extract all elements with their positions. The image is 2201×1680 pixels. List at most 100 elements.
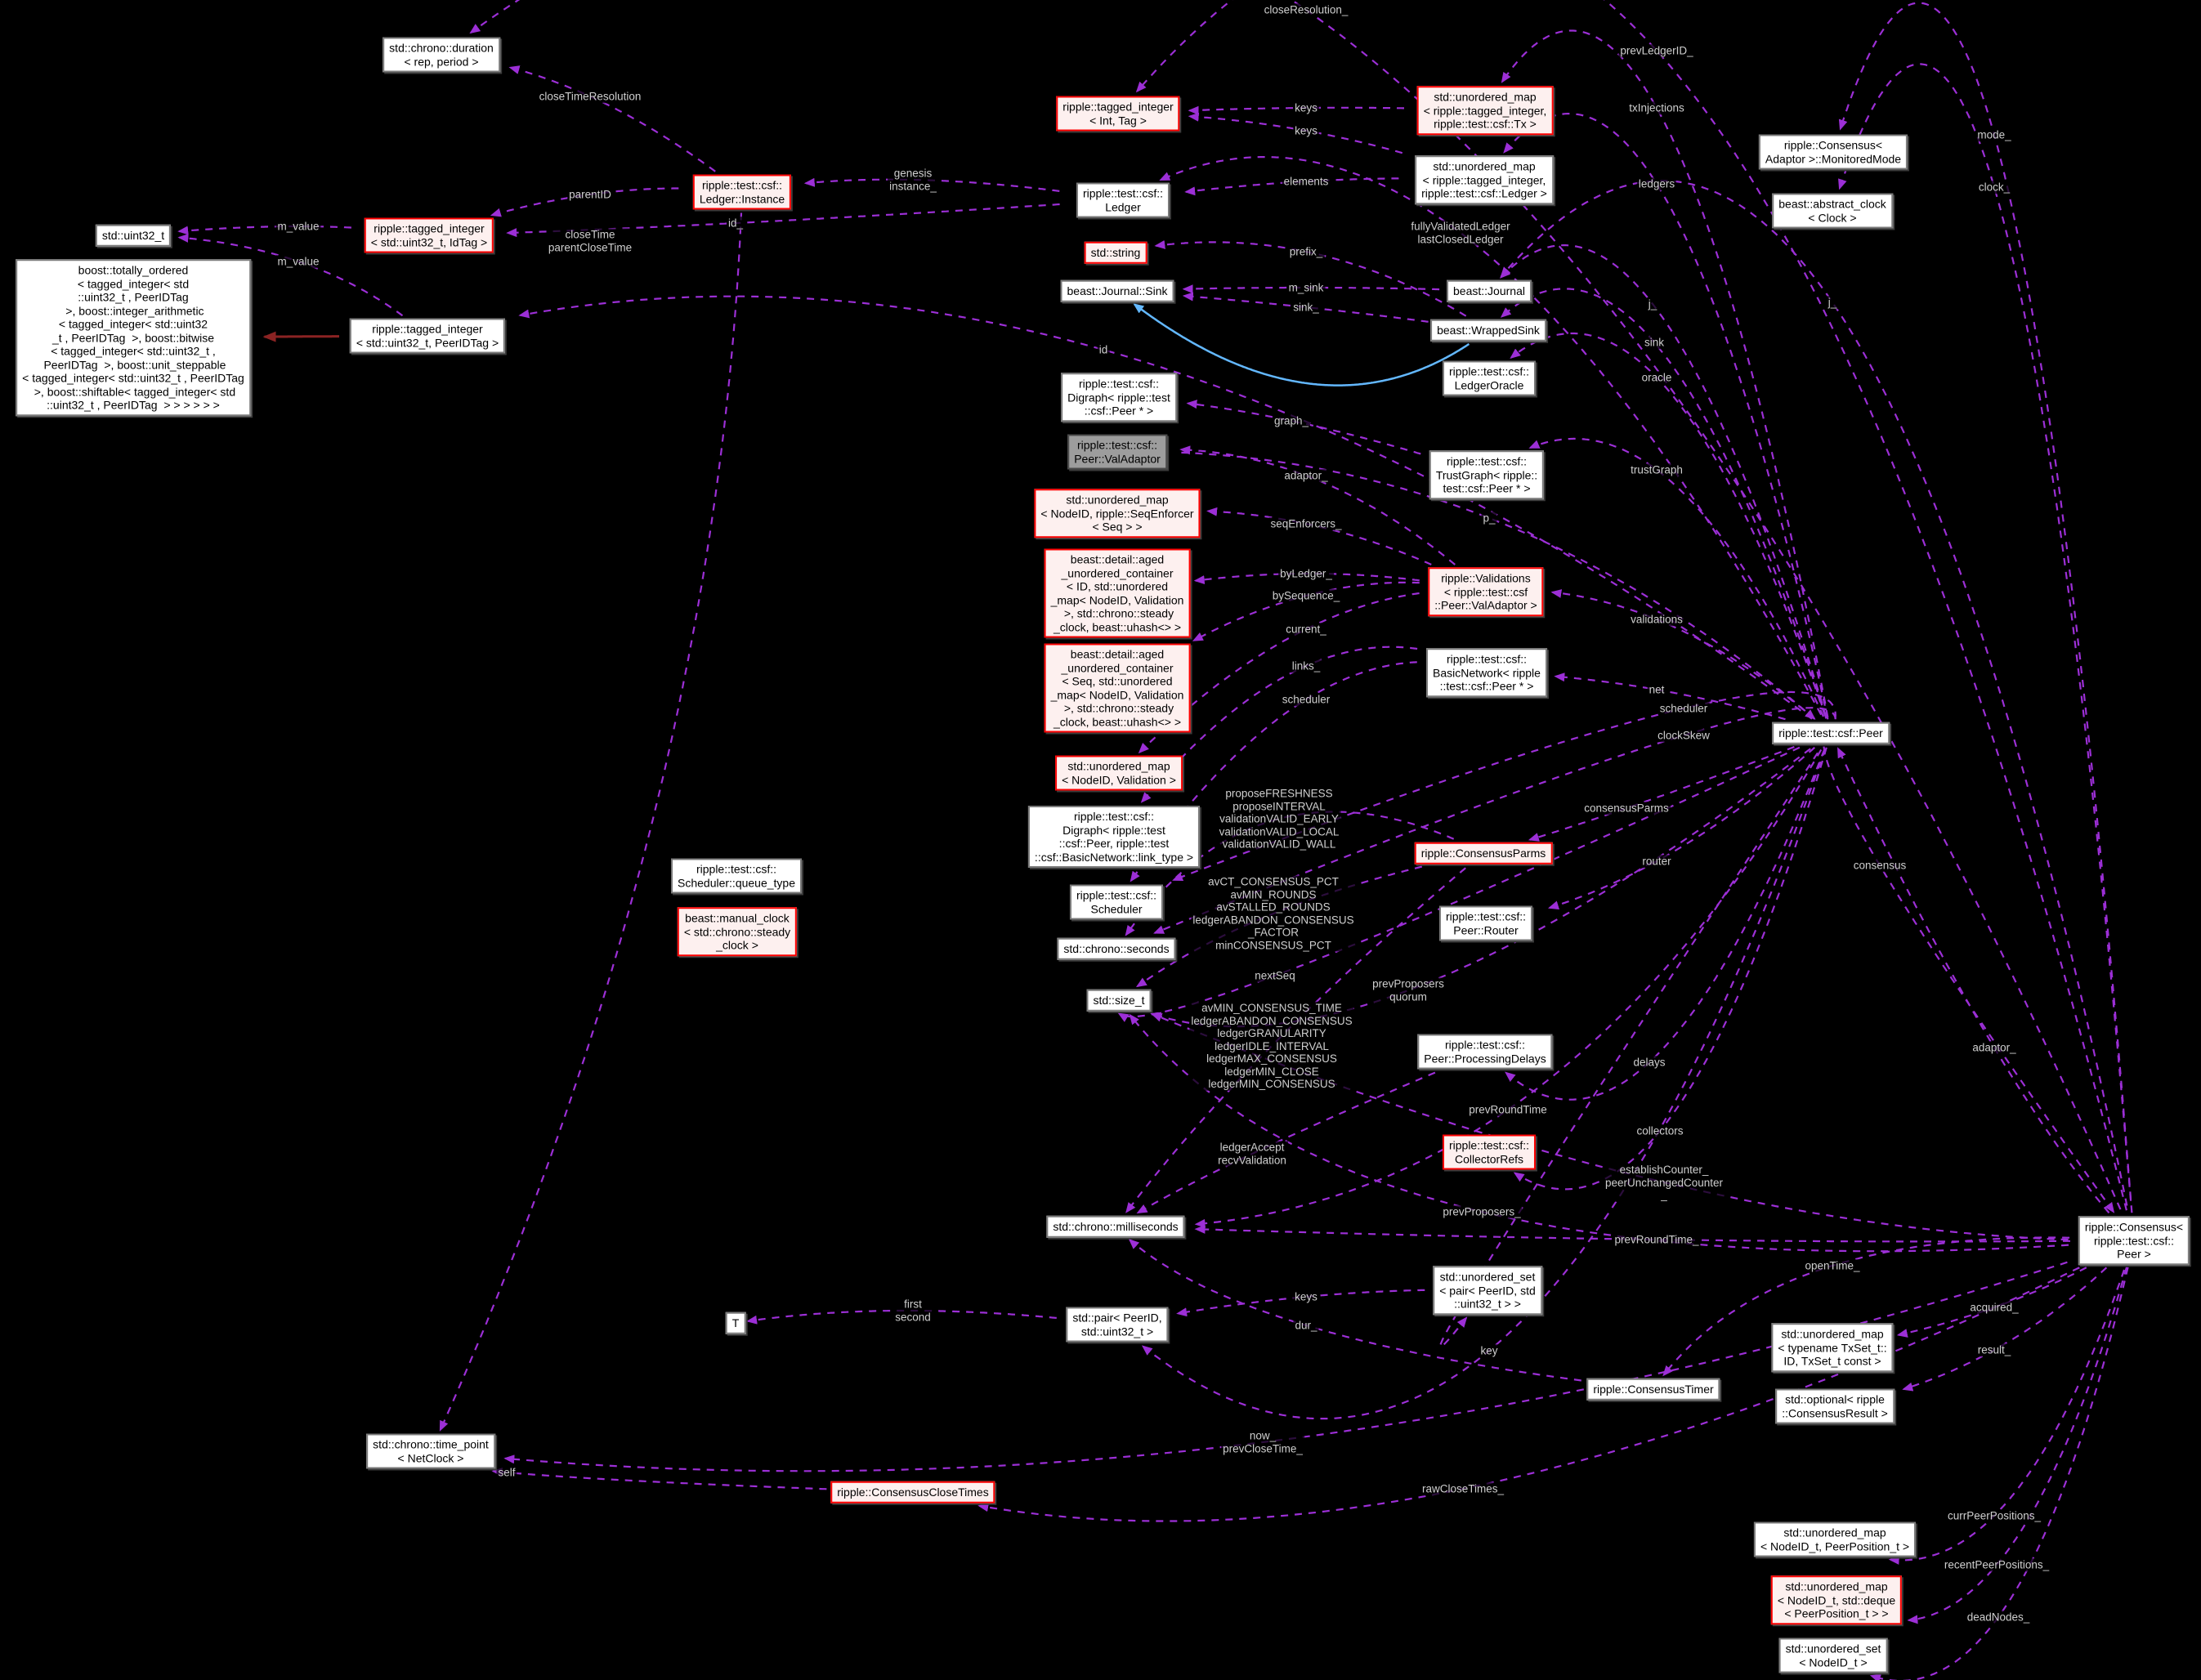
edge-peer-to-consensus-parms	[1528, 745, 1795, 842]
edge-peer-to-validations	[1550, 589, 1816, 720]
node-consensus-timer[interactable]: ripple::ConsensusTimer	[1586, 1378, 1720, 1401]
node-umap-seqenforcer[interactable]: std::unordered_map < NodeID, ripple::Seq…	[1034, 489, 1201, 538]
edge-label-consensus-peer-to-umap-peerpos: currPeerPositions_	[1945, 1509, 2043, 1522]
edge-validations-to-val-adaptor	[1179, 445, 1456, 565]
node-umap-ledger[interactable]: std::unordered_map < ripple::tagged_inte…	[1415, 155, 1554, 204]
node-scheduler[interactable]: ripple::test::csf:: Scheduler	[1069, 884, 1164, 920]
edge-label-peer-to-trust-graph: trustGraph	[1629, 463, 1684, 476]
edge-peer-to-wrapped-sink	[1500, 288, 1827, 719]
node-queue-type[interactable]: ripple::test::csf:: Scheduler::queue_typ…	[671, 858, 802, 894]
node-aged-seq[interactable]: beast::detail::aged _unordered_container…	[1044, 643, 1191, 733]
edge-label-consensus-peer-to-uset-nodeid: deadNodes_	[1965, 1611, 2032, 1624]
node-consensus-parms[interactable]: ripple::ConsensusParms	[1414, 842, 1553, 865]
node-umap-validation[interactable]: std::unordered_map < NodeID, Validation …	[1055, 755, 1183, 791]
node-peer-router[interactable]: ripple::test::csf:: Peer::Router	[1438, 905, 1533, 941]
edge-label-peer-to-size-t: nextSeq	[1253, 969, 1297, 982]
edge-label-peer-to-collector-refs: collectors	[1635, 1124, 1685, 1137]
edge-label-peer-to-validations: validations	[1629, 613, 1684, 626]
node-ledger-oracle[interactable]: ripple::test::csf:: LedgerOracle	[1442, 360, 1537, 396]
edge-label-uset-pair-to-pair-peerid: keys	[1293, 1290, 1319, 1303]
edge-ledger-instance-to-netclock	[439, 212, 743, 1432]
node-csf-ledger[interactable]: ripple::test::csf:: Ledger	[1076, 182, 1170, 218]
edge-ledger-instance-to-tagged-idtag	[490, 187, 679, 217]
node-monitored-mode[interactable]: ripple::Consensus< Adaptor >::MonitoredM…	[1758, 134, 1908, 170]
edge-label-consensus-peer-to-close-times: rawCloseTimes_	[1420, 1482, 1506, 1495]
node-tagged-inttag[interactable]: ripple::tagged_integer < Int, Tag >	[1056, 96, 1180, 132]
node-tagged-peeridtag[interactable]: ripple::tagged_integer < std::uint32_t, …	[349, 318, 506, 354]
node-processing-delays[interactable]: ripple::test::csf:: Peer::ProcessingDela…	[1417, 1034, 1553, 1070]
node-optional-result[interactable]: std::optional< ripple ::ConsensusResult …	[1775, 1388, 1895, 1424]
edge-tagged-idtag-to-uint32	[177, 225, 351, 235]
edge-basic-network-to-digraph-link	[1140, 646, 1418, 803]
edge-label-consensus-peer-to-duration: closeResolution_	[1262, 3, 1350, 16]
node-tagged-idtag[interactable]: ripple::tagged_integer < std::uint32_t, …	[364, 217, 494, 253]
node-journal-sink[interactable]: beast::Journal::Sink	[1060, 279, 1174, 302]
node-seconds[interactable]: std::chrono::seconds	[1057, 937, 1176, 960]
edge-label-trust-graph-to-digraph-peer: graph_	[1272, 414, 1311, 427]
node-pair-peerid[interactable]: std::pair< PeerID, std::uint32_t >	[1066, 1307, 1169, 1343]
node-journal[interactable]: beast::Journal	[1447, 279, 1532, 302]
edge-label-csf-ledger-to-tagged-idtag: id_	[726, 217, 745, 230]
node-basic-network[interactable]: ripple::test::csf:: BasicNetwork< ripple…	[1426, 648, 1547, 697]
edge-peer-to-processing-delays	[1505, 748, 1826, 1101]
edge-label-peer-to-seconds: clockSkew	[1656, 729, 1711, 742]
edge-csf-ledger-to-ledger-instance	[803, 177, 1060, 192]
node-ledger-instance[interactable]: ripple::test::csf:: Ledger::Instance	[692, 174, 792, 210]
node-t-box[interactable]: T	[725, 1311, 746, 1334]
node-trust-graph[interactable]: ripple::test::csf:: TrustGraph< ripple::…	[1429, 450, 1545, 499]
edge-peer-to-ledger-oracle	[1510, 332, 1826, 716]
node-aged-id[interactable]: beast::detail::aged _unordered_container…	[1044, 548, 1191, 638]
node-umap-peerpos[interactable]: std::unordered_map < NodeID_t, PeerPosit…	[1753, 1521, 1917, 1557]
node-digraph-link[interactable]: ripple::test::csf:: Digraph< ripple::tes…	[1027, 806, 1201, 868]
node-uset-nodeid[interactable]: std::unordered_set < NodeID_t >	[1778, 1638, 1888, 1673]
edge-label-consensus-parms-to-size-t: avCT_CONSENSUS_PCT avMIN_ROUNDS avSTALLE…	[1191, 875, 1356, 952]
node-size-t[interactable]: std::size_t	[1086, 989, 1152, 1012]
edge-label-validations-to-aged-id: byLedger_	[1278, 567, 1334, 580]
edge-label-consensus-timer-to-milliseconds: dur_	[1293, 1319, 1319, 1332]
edge-consensus-peer-to-umap-deque	[1907, 1267, 2128, 1624]
edge-peer-to-basic-network	[1554, 672, 1786, 721]
edge-label-peer-to-size-t: prevProposers quorum	[1371, 977, 1446, 1003]
node-digraph-peer[interactable]: ripple::test::csf:: Digraph< ripple::tes…	[1061, 373, 1177, 422]
node-milliseconds[interactable]: std::chrono::milliseconds	[1046, 1215, 1185, 1238]
node-netclock[interactable]: std::chrono::time_point < NetClock >	[366, 1433, 495, 1469]
edge-peer-to-collector-refs	[1513, 747, 1827, 1191]
edge-label-validations-to-val-adaptor: adaptor_	[1282, 469, 1330, 482]
node-abstract-clock[interactable]: beast::abstract_clock < Clock >	[1772, 193, 1893, 229]
node-close-times[interactable]: ripple::ConsensusCloseTimes	[830, 1481, 995, 1504]
node-peer[interactable]: ripple::test::csf::Peer	[1772, 722, 1890, 744]
edge-pair-peerid-to-t-box	[746, 1309, 1057, 1325]
node-val-adaptor[interactable]: ripple::test::csf:: Peer::ValAdaptor	[1067, 434, 1167, 470]
edge-wrapped-sink-to-journal-sink	[1133, 303, 1470, 386]
node-boost[interactable]: boost::totally_ordered < tagged_integer<…	[16, 259, 251, 416]
node-umap-tx[interactable]: std::unordered_map < ripple::tagged_inte…	[1416, 86, 1554, 135]
edge-label-tagged-peeridtag-to-uint32: m_value	[275, 255, 321, 268]
node-consensus-peer[interactable]: ripple::Consensus< ripple::test::csf:: P…	[2078, 1216, 2190, 1265]
node-string[interactable]: std::string	[1084, 241, 1147, 264]
node-umap-txset[interactable]: std::unordered_map < typename TxSet_t:: …	[1771, 1323, 1894, 1372]
edge-label-processing-delays-to-milliseconds: ledgerAccept recvValidation	[1216, 1141, 1288, 1167]
node-umap-deque[interactable]: std::unordered_map < NodeID_t, std::dequ…	[1770, 1575, 1903, 1624]
node-collector-refs[interactable]: ripple::test::csf:: CollectorRefs	[1442, 1134, 1537, 1170]
node-manual-clock[interactable]: beast::manual_clock < std::chrono::stead…	[677, 907, 798, 956]
edge-label-consensus-peer-to-tagged-inttag: prevLedgerID_	[1618, 44, 1695, 57]
edge-label-journal-to-journal-sink: m_sink	[1286, 281, 1326, 294]
edge-label-consensus-peer-to-monitored-mode: mode_	[1975, 128, 2013, 141]
node-validations[interactable]: ripple::Validations < ripple::test::csf …	[1428, 567, 1544, 616]
edge-label-peer-to-pair-peerid: key	[1479, 1344, 1500, 1357]
edge-peer-to-pair-peerid	[1141, 748, 1827, 1420]
edge-label-close-times-to-netclock: self	[496, 1466, 517, 1479]
edge-label-peer-to-peer-router: router	[1640, 855, 1673, 868]
edge-consensus-peer-to-optional-result	[1902, 1267, 2108, 1392]
node-duration[interactable]: std::chrono::duration < rep, period >	[382, 37, 500, 73]
node-wrapped-sink[interactable]: beast::WrappedSink	[1430, 319, 1546, 342]
edge-umap-ledger-to-csf-ledger	[1184, 177, 1399, 196]
node-uset-pair[interactable]: std::unordered_set < pair< PeerID, std :…	[1433, 1266, 1542, 1315]
edge-consensus-peer-to-milliseconds	[1194, 1224, 2070, 1243]
edge-label-consensus-peer-to-milliseconds: prevRoundTime_	[1613, 1233, 1701, 1246]
node-uint32[interactable]: std::uint32_t	[95, 224, 172, 247]
edge-label-consensus-peer-to-umap-deque: recentPeerPositions_	[1942, 1558, 2051, 1571]
edge-label-consensus-parms-to-seconds: proposeFRESHNESS proposeINTERVAL validat…	[1217, 787, 1341, 851]
edge-peer-to-csf-ledger	[1159, 156, 1823, 716]
edge-label-umap-tx-to-tagged-inttag: keys	[1293, 101, 1319, 114]
